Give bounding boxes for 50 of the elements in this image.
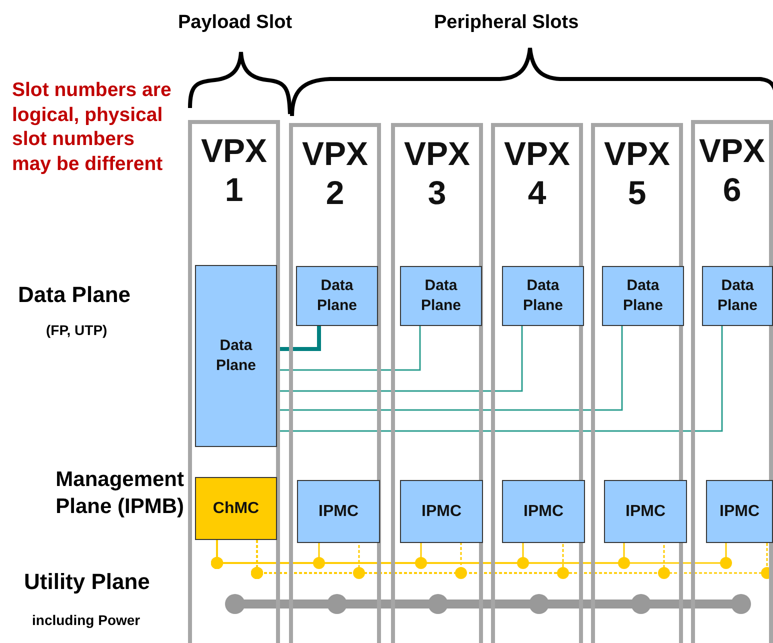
slot-column [289, 123, 381, 643]
controller-box [297, 480, 380, 543]
controller-box [502, 480, 585, 543]
plane-label: Management Plane (IPMB) [54, 467, 184, 520]
controller-box [604, 480, 687, 543]
connection-line [277, 326, 723, 432]
plane-label: Utility Plane [24, 569, 150, 596]
slot-label: VPX 4 [504, 135, 570, 213]
box-label: Data Plane [420, 276, 462, 316]
box-label: IPMC [624, 502, 666, 522]
slot-column [391, 123, 483, 643]
slot-label: VPX 2 [302, 135, 368, 213]
data-plane-box [702, 266, 773, 326]
box-label: Data Plane [316, 276, 358, 316]
box-label: IPMC [718, 502, 760, 522]
connection-line [277, 326, 421, 371]
slot-column [491, 123, 583, 643]
box-label: ChMC [212, 498, 260, 519]
data-plane-box [602, 266, 684, 326]
box-label: Data Plane [716, 276, 759, 316]
slot-group-title: Payload Slot [178, 12, 292, 35]
plane-sublabel: (FP, UTP) [46, 322, 108, 339]
plane-label: Data Plane [18, 282, 130, 308]
slot-column [691, 120, 773, 643]
box-label: IPMC [318, 502, 360, 522]
connection-line [277, 326, 321, 351]
box-label: Data Plane [622, 276, 664, 316]
connection-line [277, 326, 523, 392]
controller-box [706, 480, 773, 543]
data-plane-box [502, 266, 584, 326]
note: Slot numbers are logical, physical slot numbers may be different [12, 78, 172, 176]
slot-label: VPX 5 [604, 135, 670, 213]
bus-line [216, 540, 727, 564]
slot-column [188, 120, 280, 643]
data-plane-box [400, 266, 482, 326]
box-label: Data Plane [214, 336, 258, 376]
box-label: IPMC [420, 502, 462, 522]
box-label: IPMC [522, 502, 564, 522]
box-label: Data Plane [522, 276, 564, 316]
plane-sublabel: including Power [32, 612, 140, 629]
data-plane-box [296, 266, 378, 326]
bus-line [256, 540, 768, 574]
slot-label: VPX 3 [404, 135, 470, 213]
chassis-manager-box [195, 477, 277, 540]
slot-label: VPX 6 [698, 132, 766, 210]
connection-line [277, 326, 623, 411]
slot-group-title: Peripheral Slots [434, 12, 579, 35]
controller-box [400, 480, 483, 543]
slot-label: VPX 1 [200, 132, 268, 210]
data-plane-box [195, 265, 277, 447]
